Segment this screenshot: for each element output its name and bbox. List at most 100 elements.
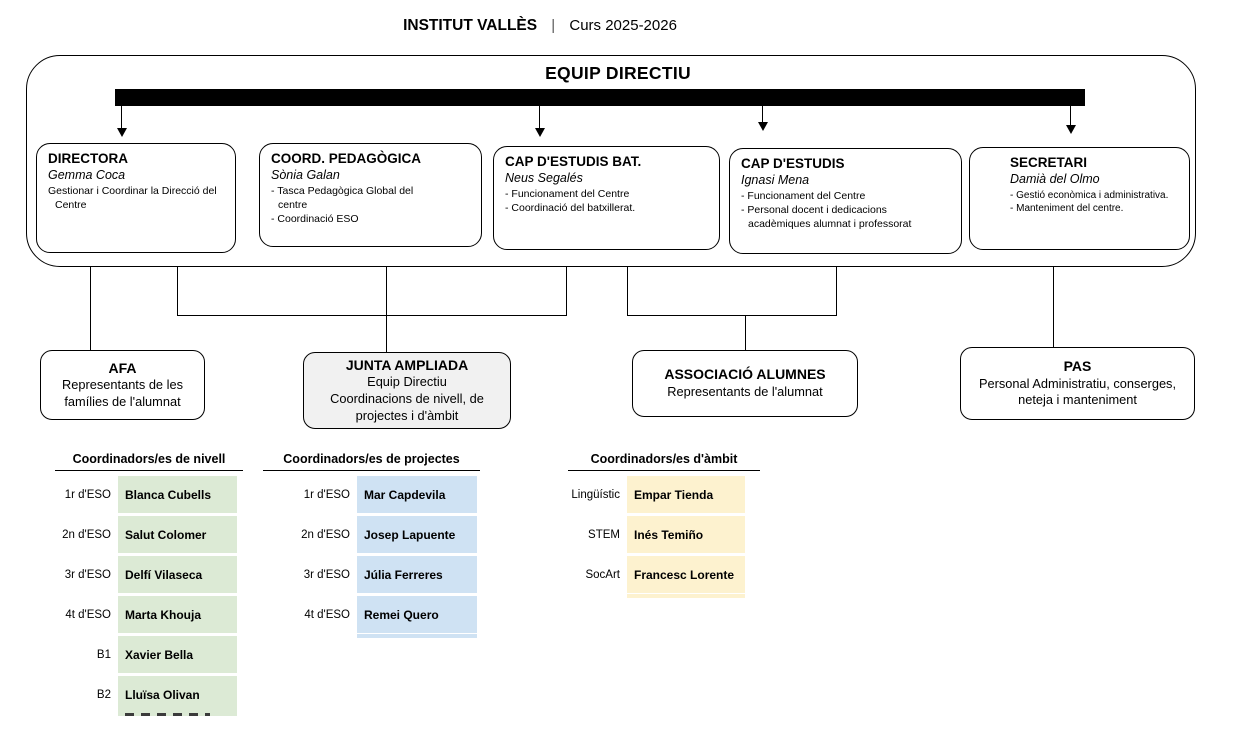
list-row: SocArt Francesc Lorente — [527, 556, 745, 593]
leader-title: CAP D'ESTUDIS BAT. — [505, 154, 642, 169]
group-line: Equip Directiu — [367, 374, 447, 390]
list-row: 4t d'ESO Remei Quero — [257, 596, 477, 633]
list-header-projectes: Coordinadors/es de projectes — [263, 452, 480, 471]
row-name: Salut Colomer — [118, 516, 237, 553]
row-name: Marta Khouja — [118, 596, 237, 633]
connector-junta — [386, 267, 388, 352]
row-label: Lingüístic — [571, 488, 620, 501]
row-name: Xavier Bella — [118, 636, 237, 673]
leader-duty: - Funcionament del Centre — [505, 188, 630, 200]
connector-bracket-a-right — [566, 267, 568, 316]
group-box-afa: AFA Representants de les famílies de l'a… — [40, 350, 205, 420]
list-header-nivell: Coordinadors/es de nivell — [55, 452, 243, 471]
row-name: Mar Capdevila — [357, 476, 477, 513]
leader-duty: - Funcionament del Centre — [741, 190, 866, 202]
row-name: Blanca Cubells — [118, 476, 237, 513]
arrow-secretari — [1070, 106, 1072, 126]
leader-duty: - Coordinació ESO — [271, 212, 359, 225]
leader-duty: - Gestió econòmica i administrativa. — [1010, 190, 1169, 201]
partial-text-marks — [125, 713, 210, 716]
list-row: B1 Xavier Bella — [18, 636, 237, 673]
list-row: Lingüístic Empar Tienda — [527, 476, 745, 513]
leader-box-secretari: SECRETARI Damià del Olmo - Gestió econòm… — [969, 147, 1190, 250]
connector-associacio — [745, 316, 747, 350]
list-row: 4t d'ESO Marta Khouja — [18, 596, 237, 633]
connector-pas — [1053, 267, 1055, 347]
row-label: SocArt — [585, 568, 620, 581]
row-label: 4t d'ESO — [304, 608, 350, 621]
arrowhead-secretari — [1066, 125, 1076, 134]
group-title: PAS — [1063, 358, 1092, 375]
list-row: B2 Lluïsa Olivan — [18, 676, 237, 713]
connector-bracket-a-left — [177, 267, 179, 316]
list-row: 3r d'ESO Júlia Ferreres — [257, 556, 477, 593]
coordinator-list-projectes: 1r d'ESO Mar Capdevila 2n d'ESO Josep La… — [257, 476, 477, 636]
equip-directiu-title: EQUIP DIRECTIU — [545, 63, 691, 83]
row-label: STEM — [588, 528, 620, 541]
list-row: STEM Inés Temiño — [527, 516, 745, 553]
list-row: 2n d'ESO Salut Colomer — [18, 516, 237, 553]
arrowhead-cap-estudis — [758, 122, 768, 131]
row-name: Inés Temiño — [627, 516, 745, 553]
leader-box-directora: DIRECTORA Gemma Coca Gestionar i Coordin… — [36, 143, 236, 253]
leader-name: Ignasi Mena — [741, 173, 810, 187]
leader-title: COORD. PEDAGÒGICA — [271, 151, 422, 166]
row-name: Empar Tienda — [627, 476, 745, 513]
row-label: 2n d'ESO — [62, 528, 111, 541]
row-name: Josep Lapuente — [357, 516, 477, 553]
row-label: 1r d'ESO — [303, 488, 350, 501]
group-line: Coordinacions de nivell, de projectes i … — [330, 390, 484, 423]
connector-afa — [90, 267, 92, 350]
list-row: 3r d'ESO Delfí Vilaseca — [18, 556, 237, 593]
page-title: INSTITUT VALLÈS | Curs 2025-2026 — [290, 17, 790, 35]
coordinator-list-ambit: Lingüístic Empar Tienda STEM Inés Temiño… — [527, 476, 745, 596]
arrow-cap-bat — [539, 106, 541, 129]
group-line: Representants de les famílies de l'alumn… — [62, 377, 183, 409]
connector-bracket-a-horizontal — [177, 315, 567, 317]
row-name: Remei Quero — [357, 596, 477, 633]
row-label: B1 — [96, 648, 111, 661]
coordinator-list-nivell: 1r d'ESO Blanca Cubells 2n d'ESO Salut C… — [18, 476, 237, 716]
leader-duty: - Coordinació del batxillerat. — [505, 201, 636, 214]
arrowhead-cap-bat — [535, 128, 545, 137]
list-row: 1r d'ESO Mar Capdevila — [257, 476, 477, 513]
partial-row-projectes — [357, 634, 477, 638]
arrow-directora — [121, 106, 123, 129]
leader-duty: - Tasca Pedagògica Global del centre — [271, 185, 414, 211]
leader-title: SECRETARI — [1010, 155, 1088, 170]
connector-bracket-b-left — [627, 267, 629, 316]
course-term: Curs 2025-2026 — [569, 17, 677, 34]
leader-box-cap-estudis: CAP D'ESTUDIS Ignasi Mena - Funcionament… — [729, 148, 962, 254]
group-title: ASSOCIACIÓ ALUMNES — [664, 366, 826, 383]
group-line: Representants de l'alumnat — [667, 383, 823, 399]
group-title: AFA — [108, 359, 137, 376]
leader-box-cap-estudis-bat: CAP D'ESTUDIS BAT. Neus Segalés - Funcio… — [493, 146, 720, 250]
connector-bracket-b-horizontal — [627, 315, 837, 317]
group-box-pas: PAS Personal Administratiu, conserges, n… — [960, 347, 1195, 420]
row-name: Delfí Vilaseca — [118, 556, 237, 593]
row-name: Júlia Ferreres — [357, 556, 477, 593]
connector-bracket-b-right — [836, 267, 838, 316]
org-bar — [115, 89, 1085, 106]
arrowhead-directora — [117, 128, 127, 137]
partial-row-ambit — [627, 594, 745, 598]
row-label: 2n d'ESO — [301, 528, 350, 541]
row-label: B2 — [96, 688, 111, 701]
leader-title: DIRECTORA — [48, 151, 129, 166]
row-name: Francesc Lorente — [627, 556, 745, 593]
leader-duty: Gestionar i Coordinar la Direcció del Ce… — [48, 185, 217, 211]
leader-title: CAP D'ESTUDIS — [741, 156, 845, 171]
list-row: 2n d'ESO Josep Lapuente — [257, 516, 477, 553]
institute-name: INSTITUT VALLÈS — [403, 17, 538, 34]
group-box-associacio-alumnes: ASSOCIACIÓ ALUMNES Representants de l'al… — [632, 350, 858, 417]
partial-row-nivell — [118, 711, 237, 716]
row-label: 3r d'ESO — [64, 568, 111, 581]
arrow-cap-estudis — [762, 106, 764, 123]
leader-name: Sònia Galan — [271, 168, 340, 182]
title-separator: | — [551, 17, 556, 34]
list-row: 1r d'ESO Blanca Cubells — [18, 476, 237, 513]
leader-duty: - Personal docent i dedicacions acadèmiq… — [741, 203, 912, 230]
group-title: JUNTA AMPLIADA — [345, 356, 469, 373]
leader-name: Gemma Coca — [48, 168, 126, 182]
